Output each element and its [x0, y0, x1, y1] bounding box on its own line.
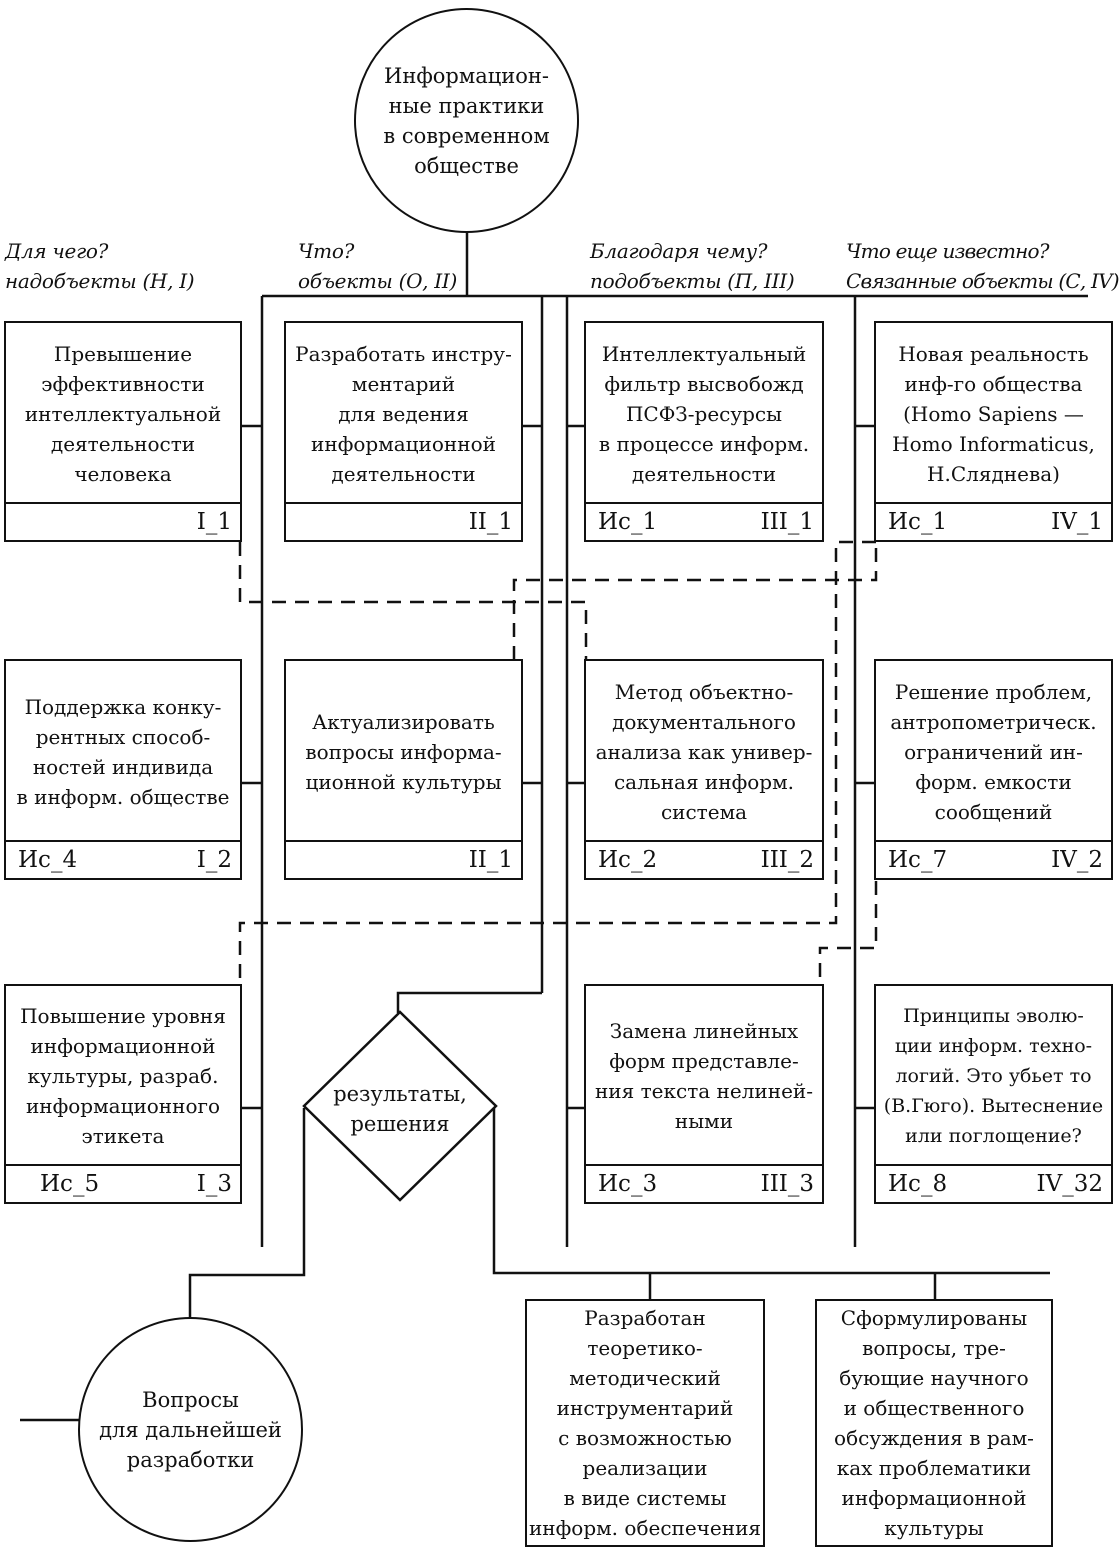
- results-diamond: [302, 1010, 498, 1202]
- header-question: Что?: [298, 239, 354, 263]
- result-text: Разработан теоретико- методический инстр…: [528, 1306, 762, 1540]
- node-box: Интеллектуальный фильтр высвобожд ПСФЗ-р…: [584, 321, 824, 542]
- header-subtitle: Связанные объекты (С, IV): [846, 269, 1119, 293]
- node-text: Актуализировать вопросы информа- ционной…: [305, 709, 502, 794]
- source-code: Ис_1: [598, 509, 658, 535]
- source-code: Ис_5: [40, 1171, 100, 1197]
- header-question: Что еще известно?: [846, 239, 1049, 263]
- node-code: III_2: [760, 847, 814, 873]
- source-code: Ис_8: [888, 1171, 948, 1197]
- node-footer: II_1: [286, 840, 521, 878]
- node-box: Повышение уровня информационной культуры…: [4, 984, 242, 1204]
- node-box: Метод объектно- документального анализа …: [584, 659, 824, 880]
- node-footer: Ис_1 IV_1: [876, 502, 1111, 540]
- node-code: I_3: [196, 1171, 232, 1197]
- node-text: Решение проблем, антропометрическ. огран…: [890, 679, 1097, 824]
- node-box: Решение проблем, антропометрическ. огран…: [874, 659, 1113, 880]
- node-box: Поддержка конку- рентных способ- ностей …: [4, 659, 242, 880]
- node-box: Принципы эволю- ции информ. техно- логий…: [874, 984, 1113, 1204]
- node-text: Повышение уровня информационной культуры…: [20, 1004, 226, 1148]
- source-code: Ис_3: [598, 1171, 658, 1197]
- header-question: Благодаря чему?: [590, 239, 768, 263]
- node-code: III_3: [760, 1171, 814, 1197]
- root-label: Информацион- ные практики в современном …: [383, 63, 550, 178]
- source-code: Ис_4: [18, 847, 78, 873]
- header-subtitle: надобъекты (Н, I): [5, 269, 195, 293]
- questions-label: Вопросы для дальнейшей разработки: [99, 1387, 282, 1472]
- result-box: Разработан теоретико- методический инстр…: [525, 1299, 765, 1547]
- source-code: Ис_7: [888, 847, 948, 873]
- node-box: Замена линейных форм представле- ния тек…: [584, 984, 824, 1204]
- node-footer: Ис_4 I_2: [6, 840, 240, 878]
- node-box: Актуализировать вопросы информа- ционной…: [284, 659, 523, 880]
- header-purpose: Для чего? надобъекты (Н, I): [5, 236, 195, 296]
- node-footer: Ис_2 III_2: [586, 840, 822, 878]
- diamond-label: результаты, решения: [333, 1082, 467, 1136]
- node-footer: Ис_1 III_1: [586, 502, 822, 540]
- node-text: Разработать инстру- ментарий для ведения…: [295, 341, 512, 486]
- node-code: II_1: [468, 847, 513, 873]
- node-code: IV_2: [1051, 847, 1103, 873]
- result-box: Сформулированы вопросы, тре- бующие науч…: [815, 1299, 1053, 1547]
- node-text: Замена линейных форм представле- ния тек…: [594, 1019, 814, 1133]
- node-footer: Ис_3 III_3: [586, 1164, 822, 1202]
- node-code: I_2: [196, 847, 232, 873]
- node-code: IV_1: [1051, 509, 1103, 535]
- node-code: II_1: [468, 509, 513, 535]
- node-box: Превышение эффективности интеллектуально…: [4, 321, 242, 542]
- node-footer: II_1: [286, 502, 521, 540]
- node-text: Интеллектуальный фильтр высвобожд ПСФЗ-р…: [598, 341, 810, 486]
- node-code: I_1: [196, 509, 232, 535]
- header-subtitle: подобъекты (П, III): [590, 269, 795, 293]
- result-text: Сформулированы вопросы, тре- бующие науч…: [834, 1306, 1034, 1540]
- node-box: Новая реальность инф-го общества (Homo S…: [874, 321, 1113, 542]
- node-text: Новая реальность инф-го общества (Homo S…: [892, 341, 1095, 486]
- node-code: IV_32: [1036, 1171, 1103, 1197]
- source-code: Ис_2: [598, 847, 658, 873]
- source-code: Ис_1: [888, 509, 948, 535]
- node-text: Метод объектно- документального анализа …: [595, 679, 813, 824]
- header-question: Для чего?: [5, 239, 109, 263]
- node-footer: Ис_5 I_3: [6, 1164, 240, 1202]
- header-subobjects: Благодаря чему? подобъекты (П, III): [590, 236, 795, 296]
- node-footer: Ис_7 IV_2: [876, 840, 1111, 878]
- node-footer: Ис_8 IV_32: [876, 1164, 1111, 1202]
- header-subtitle: объекты (О, II): [298, 269, 457, 293]
- node-box: Разработать инстру- ментарий для ведения…: [284, 321, 523, 542]
- header-related: Что еще известно? Связанные объекты (С, …: [846, 236, 1119, 296]
- node-footer: I_1: [6, 502, 240, 540]
- node-code: III_1: [760, 509, 814, 535]
- node-text: Поддержка конку- рентных способ- ностей …: [16, 694, 230, 809]
- node-text: Превышение эффективности интеллектуально…: [24, 341, 222, 486]
- questions-circle: Вопросы для дальнейшей разработки: [78, 1317, 303, 1542]
- header-objects: Что? объекты (О, II): [298, 236, 457, 296]
- root-circle: Информацион- ные практики в современном …: [354, 8, 579, 233]
- node-text: Принципы эволю- ции информ. техно- логий…: [883, 1005, 1104, 1147]
